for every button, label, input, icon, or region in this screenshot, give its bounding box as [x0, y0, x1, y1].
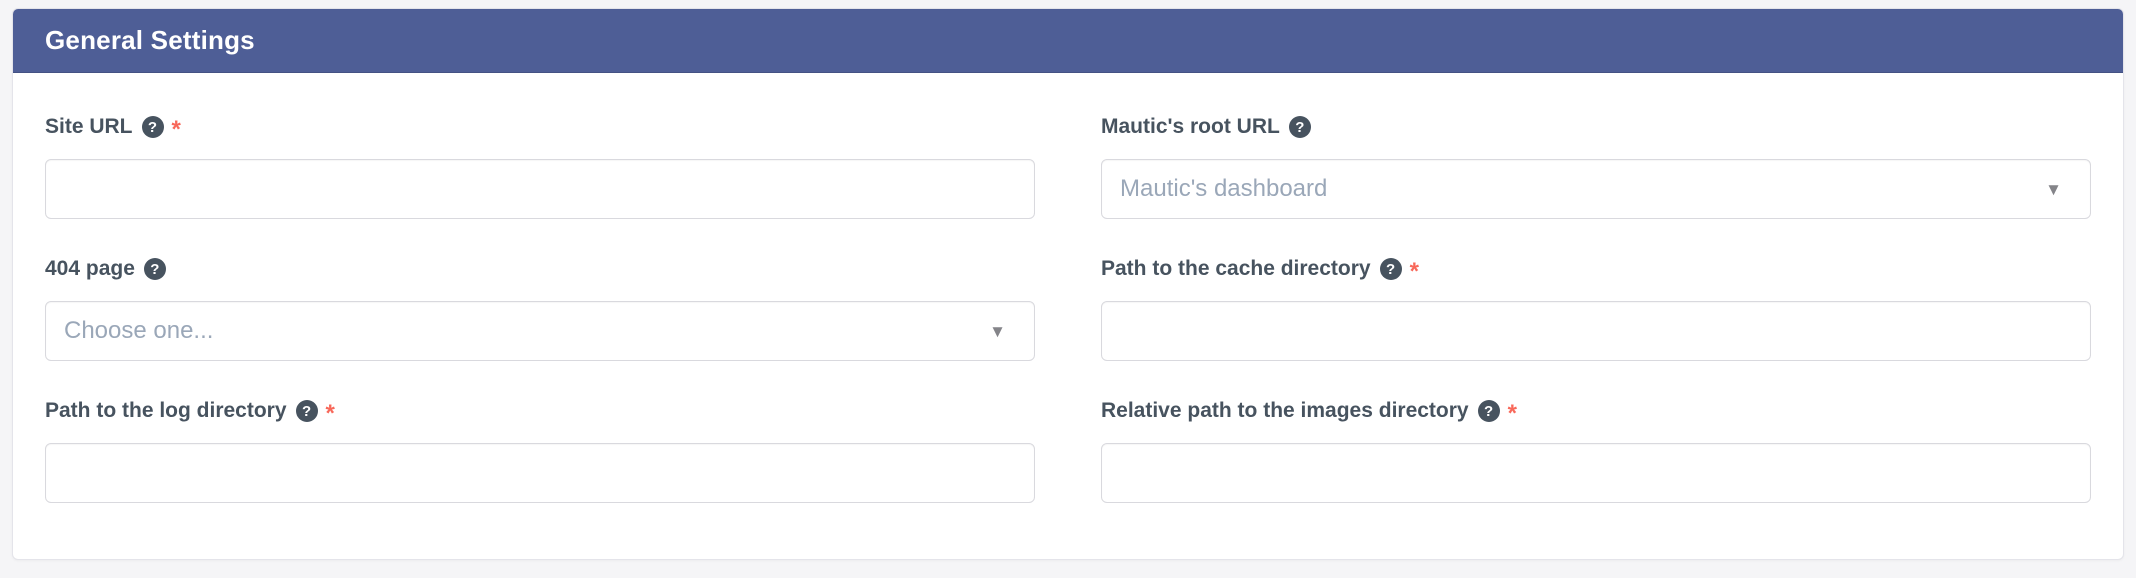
cache-directory-help-icon[interactable]: ? [1379, 258, 1402, 280]
404-page-help-icon[interactable]: ? [143, 258, 166, 280]
field-group-images-directory: Relative path to the images directory ? … [1101, 397, 2091, 503]
log-directory-label-text: Path to the log directory [45, 399, 287, 422]
mautic-root-url-label: Mautic's root URL ? [1101, 113, 2091, 141]
mautic-root-url-label-text: Mautic's root URL [1101, 115, 1280, 138]
images-directory-help-icon[interactable]: ? [1477, 400, 1500, 422]
field-group-404-page: 404 page ? Choose one... ▼ [45, 255, 1035, 361]
field-group-site-url: Site URL ? * [45, 113, 1035, 219]
field-group-log-directory: Path to the log directory ? * [45, 397, 1035, 503]
log-directory-required-marker: * [325, 400, 335, 427]
panel-title: General Settings [45, 25, 255, 55]
cache-directory-input[interactable] [1101, 301, 2091, 361]
field-group-mautic-root-url: Mautic's root URL ? Mautic's dashboard ▼ [1101, 113, 2091, 219]
site-url-required-marker: * [171, 116, 181, 143]
images-directory-label-text: Relative path to the images directory [1101, 399, 1469, 422]
cache-directory-label: Path to the cache directory ? * [1101, 255, 2091, 285]
images-directory-label: Relative path to the images directory ? … [1101, 397, 2091, 427]
mautic-root-url-help-icon[interactable]: ? [1288, 116, 1311, 138]
images-directory-required-marker: * [1507, 400, 1517, 427]
log-directory-label: Path to the log directory ? * [45, 397, 1035, 427]
site-url-help-icon[interactable]: ? [141, 116, 164, 138]
settings-form: Site URL ? * Mautic's root URL ? Mautic'… [13, 73, 2123, 503]
404-page-label-text: 404 page [45, 257, 135, 280]
404-page-selected-value: Choose one... [64, 317, 214, 344]
cache-directory-required-marker: * [1409, 258, 1419, 285]
chevron-down-icon: ▼ [989, 321, 1006, 341]
404-page-select[interactable]: Choose one... ▼ [45, 301, 1035, 361]
site-url-label: Site URL ? * [45, 113, 1035, 143]
site-url-label-text: Site URL [45, 115, 133, 138]
404-page-label: 404 page ? [45, 255, 1035, 283]
mautic-root-url-select[interactable]: Mautic's dashboard ▼ [1101, 159, 2091, 219]
site-url-input[interactable] [45, 159, 1035, 219]
images-directory-input[interactable] [1101, 443, 2091, 503]
panel-header: General Settings [13, 9, 2123, 73]
field-group-cache-directory: Path to the cache directory ? * [1101, 255, 2091, 361]
mautic-root-url-selected-value: Mautic's dashboard [1120, 175, 1328, 202]
chevron-down-icon: ▼ [2045, 179, 2062, 199]
log-directory-help-icon[interactable]: ? [295, 400, 318, 422]
cache-directory-label-text: Path to the cache directory [1101, 257, 1371, 280]
general-settings-panel: General Settings Site URL ? * Mautic's r… [12, 8, 2124, 560]
log-directory-input[interactable] [45, 443, 1035, 503]
